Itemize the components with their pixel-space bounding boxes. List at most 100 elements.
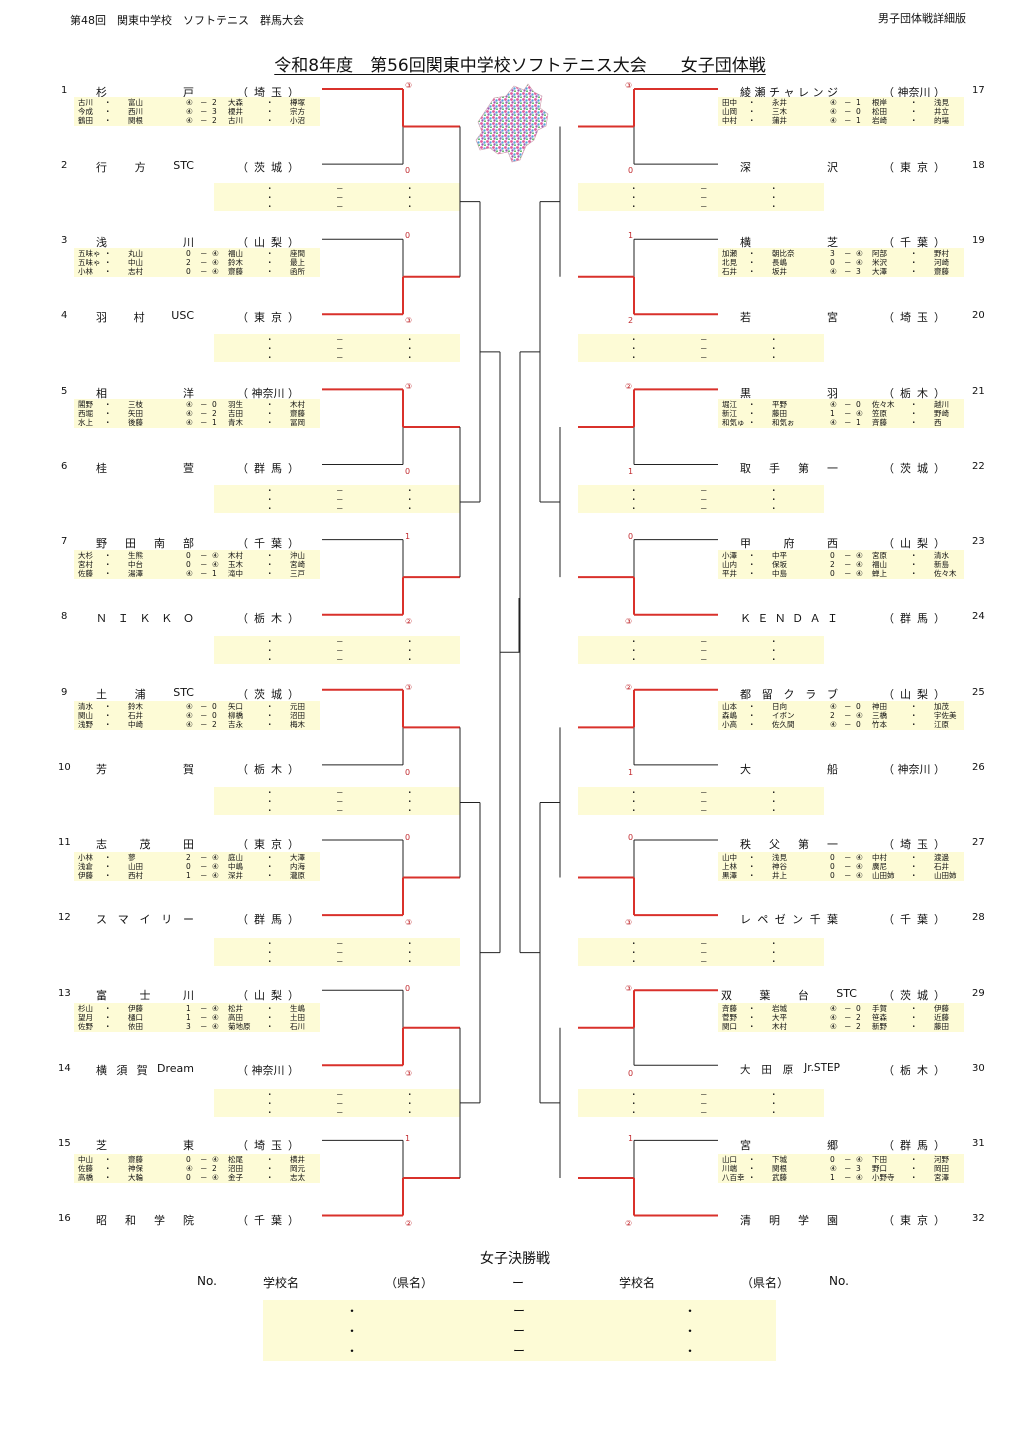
match-detail-cell: 羽生 (228, 400, 243, 409)
match-detail-cell: － (200, 409, 208, 418)
match-detail-cell: ・ (748, 702, 756, 711)
empty-match-row: ・－・ (214, 1090, 460, 1099)
match-detail-cell: 矢口 (228, 702, 243, 711)
match-detail-cell: 宗方 (290, 107, 305, 116)
empty-match-cell: ・ (770, 495, 778, 504)
match-detail-cell: ④ (856, 853, 863, 862)
team-prefecture: （山梨） (883, 688, 945, 701)
match-detail-cell: 西 (934, 418, 942, 427)
match-detail-cell: 中崎 (128, 720, 143, 729)
team-number: 30 (972, 1063, 985, 1074)
match-detail-cell: ・ (748, 720, 756, 729)
match-detail-cell: ・ (910, 1022, 918, 1031)
match-detail-cell: － (200, 258, 208, 267)
match-detail-cell: ・ (266, 400, 274, 409)
match-detail-cell: 沖山 (290, 551, 305, 560)
empty-match-cell: ・ (630, 353, 638, 362)
team-name: 野田南部 (96, 537, 194, 550)
empty-match-cell: ・ (770, 184, 778, 193)
match-detail-cell: 木村 (228, 551, 243, 560)
match-detail-cell: ④ (212, 267, 219, 276)
match-detail-cell: ・ (910, 569, 918, 578)
match-detail-cell: 加茂 (934, 702, 949, 711)
match-detail-cell: ・ (748, 560, 756, 569)
match-detail-cell: ④ (856, 1173, 863, 1182)
empty-match-cell: ・ (406, 335, 414, 344)
match-detail-cell: ・ (748, 1004, 756, 1013)
match-detail-cell: 松田 (872, 107, 887, 116)
match-detail-cell: 保坂 (772, 560, 787, 569)
match-detail-cell: ・ (266, 98, 274, 107)
match-detail-cell: 石井 (722, 267, 737, 276)
empty-match-row: ・－・ (214, 344, 460, 353)
empty-match-cell: － (336, 939, 344, 948)
match-detail-cell: 0 (856, 107, 861, 116)
match-detail-cell: 大澤 (872, 267, 887, 276)
team-score: 0 (405, 984, 411, 993)
empty-match-row: ・－・ (214, 1108, 460, 1117)
match-detail-cell: ④ (186, 720, 193, 729)
match-detail-cell: 2 (212, 720, 217, 729)
match-detail-cell: 玉木 (228, 560, 243, 569)
match-detail-cell: 大輪 (128, 1173, 143, 1182)
empty-match-cell: ・ (266, 646, 274, 655)
team-score: 0 (405, 166, 411, 175)
team-score: 2 (628, 316, 634, 325)
match-detail-cell: ④ (212, 853, 219, 862)
match-detail-cell: 鈴木 (228, 258, 243, 267)
match-detail-cell: ・ (104, 98, 112, 107)
match-detail-cell: 沼田 (228, 1164, 243, 1173)
empty-match-cell: ・ (770, 193, 778, 202)
match-detail-cell: 米沢 (872, 258, 887, 267)
empty-match-row: ・－・ (578, 655, 824, 664)
match-detail-cell: 加瀬 (722, 249, 737, 258)
match-detail-cell: ④ (856, 409, 863, 418)
empty-match-cell: － (336, 1099, 344, 1108)
team-score: ③ (405, 683, 413, 692)
match-detail-cell: 五味ゃ (78, 249, 101, 258)
match-detail-cell: 3 (212, 107, 217, 116)
empty-match-cell: ・ (630, 486, 638, 495)
empty-match-box: ・－・・－・・－・ (214, 1089, 460, 1117)
match-detail-cell: 冨岡 (290, 418, 305, 427)
match-detail-cell: ④ (830, 107, 837, 116)
match-detail-cell: 生熊 (128, 551, 143, 560)
empty-match-cell: ・ (266, 184, 274, 193)
match-detail-cell: 笹森 (872, 1013, 887, 1022)
match-detail-cell: 1 (856, 98, 861, 107)
final-header-pref-left: （県名） (385, 1276, 434, 1290)
match-detail-cell: 佐藤 (78, 569, 93, 578)
match-detail-cell: ・ (748, 1013, 756, 1022)
empty-match-cell: ・ (266, 344, 274, 353)
empty-match-cell: － (336, 335, 344, 344)
match-detail-cell: 吉田 (228, 409, 243, 418)
empty-match-row: ・－・ (214, 495, 460, 504)
match-detail-cell: ・ (104, 107, 112, 116)
empty-match-cell: ・ (406, 344, 414, 353)
match-detail-cell: 長嶋 (772, 258, 787, 267)
match-detail-cell: － (844, 1164, 852, 1173)
match-detail-cell: ・ (104, 560, 112, 569)
final-header-dash: ー (512, 1276, 525, 1290)
match-detail-cell: 深井 (228, 871, 243, 880)
final-row: ・ー・ (346, 1344, 697, 1358)
team-number: 25 (972, 687, 985, 698)
header-right: 男子団体戦詳細版 (878, 12, 966, 25)
match-detail-cell: 中平 (772, 551, 787, 560)
team-prefecture: （東京） (237, 838, 299, 851)
match-detail-cell: － (844, 249, 852, 258)
match-detail-cell: 3 (186, 1022, 191, 1031)
empty-match-cell: ・ (770, 486, 778, 495)
empty-match-cell: － (336, 957, 344, 966)
